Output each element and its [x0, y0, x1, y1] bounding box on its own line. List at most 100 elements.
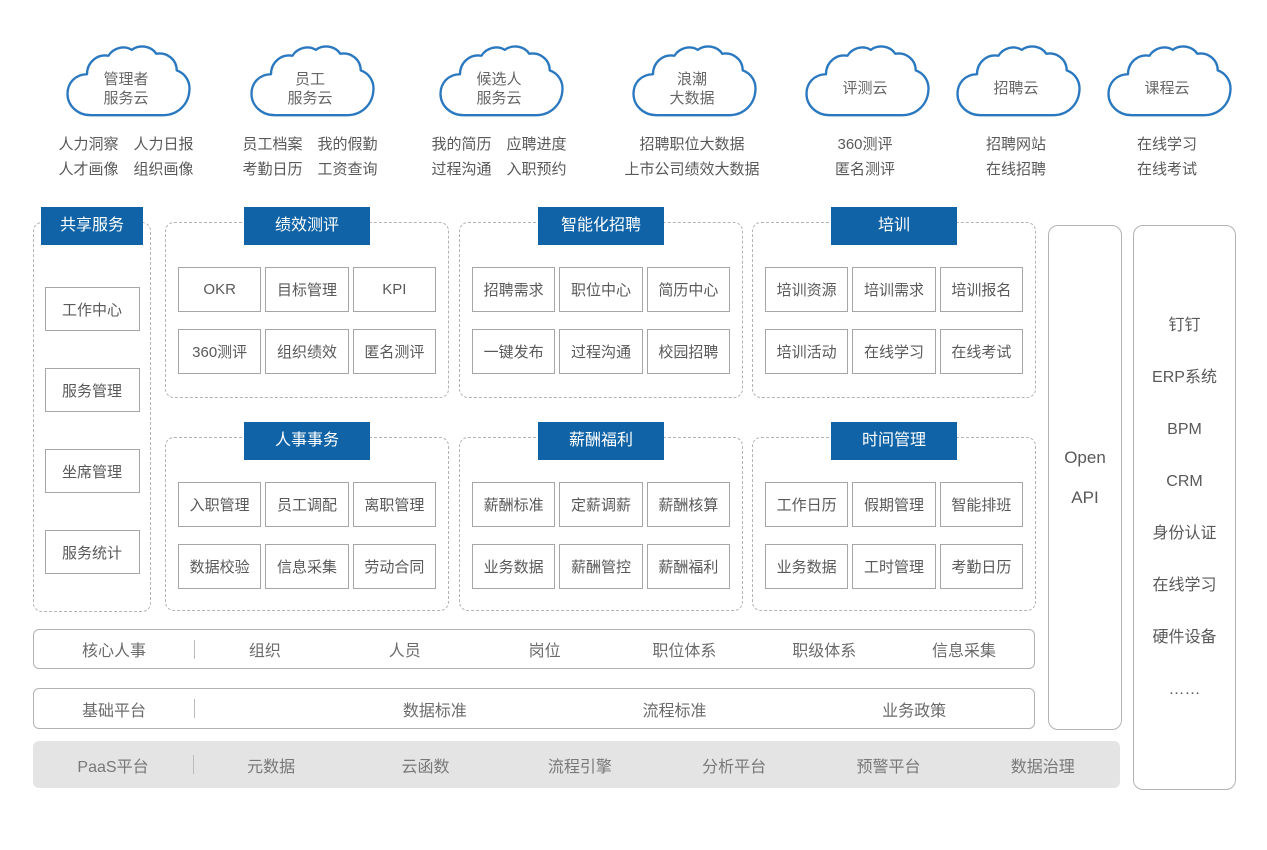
external-system-item: 身份认证: [1152, 525, 1217, 542]
cloud-icon: 招聘云: [951, 45, 1081, 123]
module-box: 服务管理: [44, 368, 140, 412]
module-box: 劳动合同: [352, 544, 436, 589]
external-system-item: 硬件设备: [1152, 629, 1217, 646]
module-box: 培训需求: [852, 267, 936, 312]
module-box: 360测评: [178, 329, 262, 374]
module-box: 薪酬核算: [646, 482, 730, 527]
cloud-icon: 候选人 服务云: [434, 45, 564, 123]
module-box: 在线学习: [852, 329, 936, 374]
bar-item: 岗位: [528, 643, 561, 660]
section-training: 培训 培训资源 培训需求 培训报名 培训活动 在线学习 在线考试: [752, 207, 1036, 398]
module-box: 工作日历: [765, 482, 849, 527]
section-performance: 绩效测评 OKR 目标管理 KPI 360测评 组织绩效 匿名测评: [165, 207, 449, 398]
cloud-label-line: 管理者: [103, 70, 149, 88]
external-system-item: 在线学习: [1152, 577, 1217, 594]
bar-item: 数据标准: [402, 702, 467, 720]
module-box: KPI: [352, 267, 436, 312]
bar-item: 流程标准: [642, 702, 707, 720]
module-box: 薪酬管控: [559, 544, 643, 589]
module-box: 薪酬标准: [472, 482, 556, 527]
module-box: 过程沟通: [559, 329, 643, 374]
cloud-assessment: 评测云 360测评 匿名测评: [770, 45, 960, 182]
module-box: 目标管理: [265, 267, 349, 312]
cloud-icon: 评测云: [800, 45, 930, 123]
cloud-feature-line: 在线考试: [1136, 161, 1197, 178]
section-time-management: 时间管理 工作日历 假期管理 智能排班 业务数据 工时管理 考勤日历: [752, 422, 1036, 611]
module-box: 校园招聘: [646, 329, 730, 374]
vertical-divider: [194, 639, 195, 659]
module-box: 培训资源: [765, 267, 849, 312]
cloud-feature-line: 员工档案 我的假勤: [242, 136, 378, 153]
module-box: 业务数据: [765, 544, 849, 589]
cloud-feature-line: 上市公司绩效大数据: [624, 161, 760, 178]
bar-label: 核心人事: [81, 643, 146, 660]
cloud-icon: 课程云: [1102, 45, 1232, 123]
open-api-panel: Open API: [1048, 225, 1122, 730]
cloud-label: 候选人 服务云: [434, 45, 564, 123]
cloud-employee-service: 员工 服务云 员工档案 我的假勤 考勤日历 工资查询: [215, 45, 405, 182]
module-box: 招聘需求: [472, 267, 556, 312]
cloud-icon: 管理者 服务云: [61, 45, 191, 123]
module-box: 组织绩效: [265, 329, 349, 374]
section-title: 绩效测评: [244, 207, 370, 245]
cloud-label-line: 浪潮: [676, 70, 707, 88]
module-box: 在线考试: [939, 329, 1023, 374]
bar-item: 分析平台: [702, 758, 767, 776]
cloud-label: 评测云: [800, 45, 930, 123]
module-box: 一键发布: [472, 329, 556, 374]
cloud-feature-line: 匿名测评: [834, 161, 895, 178]
cloud-icon: 员工 服务云: [245, 45, 375, 123]
module-box: 工作中心: [44, 287, 140, 331]
module-box: 简历中心: [646, 267, 730, 312]
bar-item: 云函数: [401, 758, 450, 776]
base-platform-bar: 基础平台 数据标准 流程标准 业务政策: [33, 688, 1035, 729]
module-box: 培训活动: [765, 329, 849, 374]
section-title: 薪酬福利: [538, 422, 664, 460]
external-system-item: ERP系统: [1152, 369, 1217, 386]
cloud-feature-line: 考勤日历 工资查询: [242, 161, 378, 178]
module-box: 入职管理: [178, 482, 262, 527]
module-box: 业务数据: [472, 544, 556, 589]
cloud-feature-line: 招聘网站: [985, 136, 1046, 153]
section-title: 人事事务: [244, 422, 370, 460]
module-box: OKR: [178, 267, 262, 312]
cloud-course: 课程云 在线学习 在线考试: [1072, 45, 1262, 182]
external-system-item: ……: [1168, 681, 1201, 698]
open-api-label-line: Open: [1064, 447, 1106, 467]
cloud-label-line: 大数据: [669, 89, 715, 107]
cloud-feature-line: 360测评: [837, 136, 893, 153]
cloud-label-line: 服务云: [103, 89, 149, 107]
cloud-feature-line: 在线学习: [1136, 136, 1197, 153]
cloud-label: 员工 服务云: [245, 45, 375, 123]
module-box: 薪酬福利: [646, 544, 730, 589]
module-box: 坐席管理: [44, 449, 140, 493]
section-title: 智能化招聘: [538, 207, 664, 245]
cloud-label-line: 评测云: [842, 80, 888, 97]
bar-item: 元数据: [247, 758, 296, 776]
module-box: 匿名测评: [352, 329, 436, 374]
vertical-divider: [193, 755, 194, 774]
bar-label: PaaS平台: [77, 758, 149, 776]
section-title: 时间管理: [831, 422, 957, 460]
module-box: 培训报名: [939, 267, 1023, 312]
cloud-label-line: 招聘云: [993, 80, 1039, 97]
external-system-item: CRM: [1166, 473, 1203, 490]
cloud-feature-line: 招聘职位大数据: [639, 136, 745, 153]
vertical-divider: [194, 699, 195, 718]
cloud-label-line: 员工: [294, 70, 325, 88]
section-compensation-benefits: 薪酬福利 薪酬标准 定薪调薪 薪酬核算 业务数据 薪酬管控 薪酬福利: [459, 422, 743, 611]
paas-platform-bar: PaaS平台 元数据 云函数 流程引擎 分析平台 预警平台 数据治理: [33, 741, 1120, 788]
open-api-label-line: API: [1071, 487, 1099, 507]
bar-item: 流程引擎: [547, 758, 612, 776]
module-box: 服务统计: [44, 530, 140, 574]
module-box: 信息采集: [265, 544, 349, 589]
cloud-feature-line: 过程沟通 入职预约: [431, 161, 567, 178]
module-box: 定薪调薪: [559, 482, 643, 527]
cloud-feature-line: 人力洞察 人力日报: [58, 136, 194, 153]
bar-item: 预警平台: [856, 758, 921, 776]
bar-item: 人员: [388, 643, 421, 660]
cloud-manager-service: 管理者 服务云 人力洞察 人力日报 人才画像 组织画像: [31, 45, 221, 182]
module-box: 离职管理: [352, 482, 436, 527]
module-box: 员工调配: [265, 482, 349, 527]
